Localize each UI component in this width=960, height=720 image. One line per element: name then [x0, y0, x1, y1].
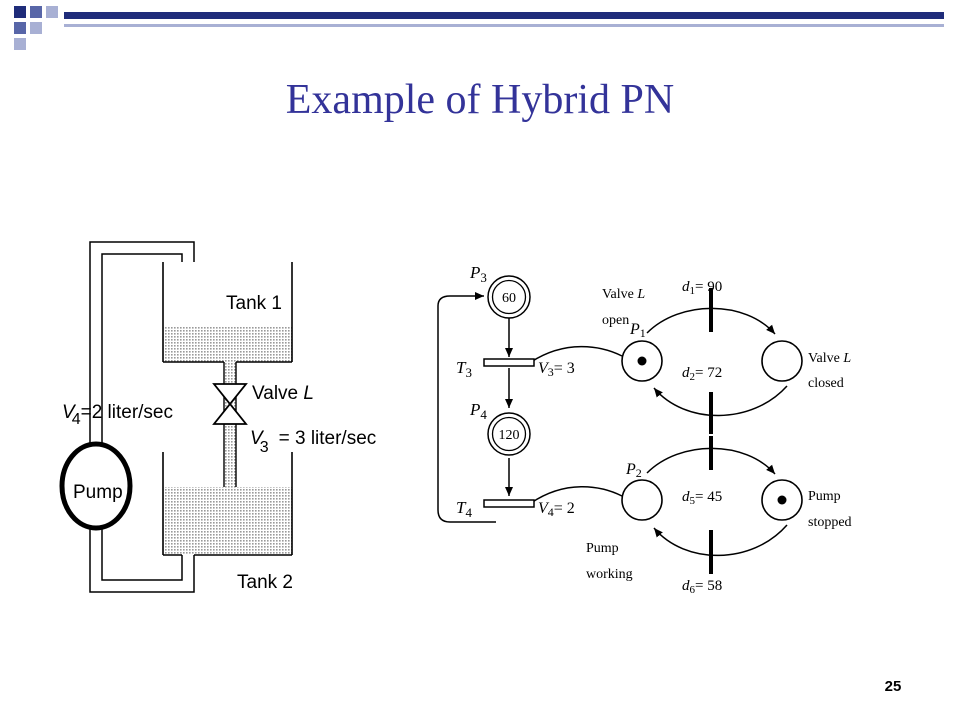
v4-flow-label: V4=2 liter/sec [62, 402, 173, 428]
valve-label: Valve L [252, 383, 314, 404]
arc-t4-to-p3 [437, 292, 496, 523]
place-p1 [621, 340, 663, 382]
place-p4: 120 [487, 412, 531, 456]
transition-t4 [483, 499, 535, 508]
d2-label: d2= 72 [682, 365, 722, 383]
t3-label: T3 [456, 358, 472, 380]
p4-label: P4 [469, 400, 487, 422]
tank2-label: Tank 2 [237, 572, 293, 593]
valve-open-label-2: open [602, 313, 629, 328]
tank1-water [163, 326, 292, 362]
pump-icon [59, 441, 133, 531]
place-p3: 60 [487, 275, 531, 319]
tank1-label: Tank 1 [226, 293, 282, 314]
p4-value: 120 [499, 428, 520, 443]
test-arc-p2-t4 [530, 486, 623, 504]
place-pump-stopped [761, 479, 803, 521]
valve-closed-label-2: closed [808, 376, 844, 391]
place-p2 [621, 479, 663, 521]
d1-label: d1= 90 [682, 279, 722, 297]
d6-label: d6= 58 [682, 578, 722, 596]
pump-stopped-label-1: Pump [808, 489, 841, 504]
header-bar-bottom [64, 24, 944, 27]
return-pipe [89, 241, 195, 593]
p3-value: 60 [502, 291, 516, 306]
header-square-light [30, 22, 42, 34]
pump-stopped-label-2: stopped [808, 515, 852, 530]
arc-closed-to-p1 [653, 385, 788, 417]
arc-stopped-to-p2 [653, 524, 788, 557]
p2-label: P2 [625, 461, 642, 480]
d5-label: d5= 45 [682, 489, 722, 507]
pump-stopped-token [777, 495, 787, 505]
header-bar-top [64, 12, 944, 19]
header-square-dark [14, 6, 26, 18]
valve-open-label-1: Valve L [602, 287, 645, 302]
header-square-light-2 [46, 6, 58, 18]
valve-closed-label-1: Valve L [808, 351, 851, 366]
slide-title: Example of Hybrid PN [285, 77, 675, 123]
pump-working-label-1: Pump [586, 541, 619, 556]
header-square-light-3 [14, 38, 26, 50]
tank1 [162, 262, 293, 363]
tank2-water [163, 487, 292, 555]
valve-icon [212, 383, 248, 425]
v3-equation: V3= 3 [538, 360, 575, 379]
pump-working-label-2: working [586, 567, 633, 582]
page-number: 25 [884, 678, 902, 695]
p1-label: P1 [629, 321, 646, 340]
p3-label: P3 [469, 263, 487, 285]
header-square-mid [30, 6, 42, 18]
v4-equation: V4= 2 [538, 500, 575, 519]
p1-token [637, 356, 647, 366]
place-valve-closed [761, 340, 803, 382]
test-arc-p1-t3 [530, 345, 623, 363]
header-square-mid-2 [14, 22, 26, 34]
t4-label: T4 [456, 498, 472, 520]
pump-label: Pump [73, 482, 123, 503]
transition-t3 [483, 358, 535, 367]
v3-flow-label: V3= 3 liter/sec [250, 428, 376, 456]
tank2 [162, 452, 293, 556]
